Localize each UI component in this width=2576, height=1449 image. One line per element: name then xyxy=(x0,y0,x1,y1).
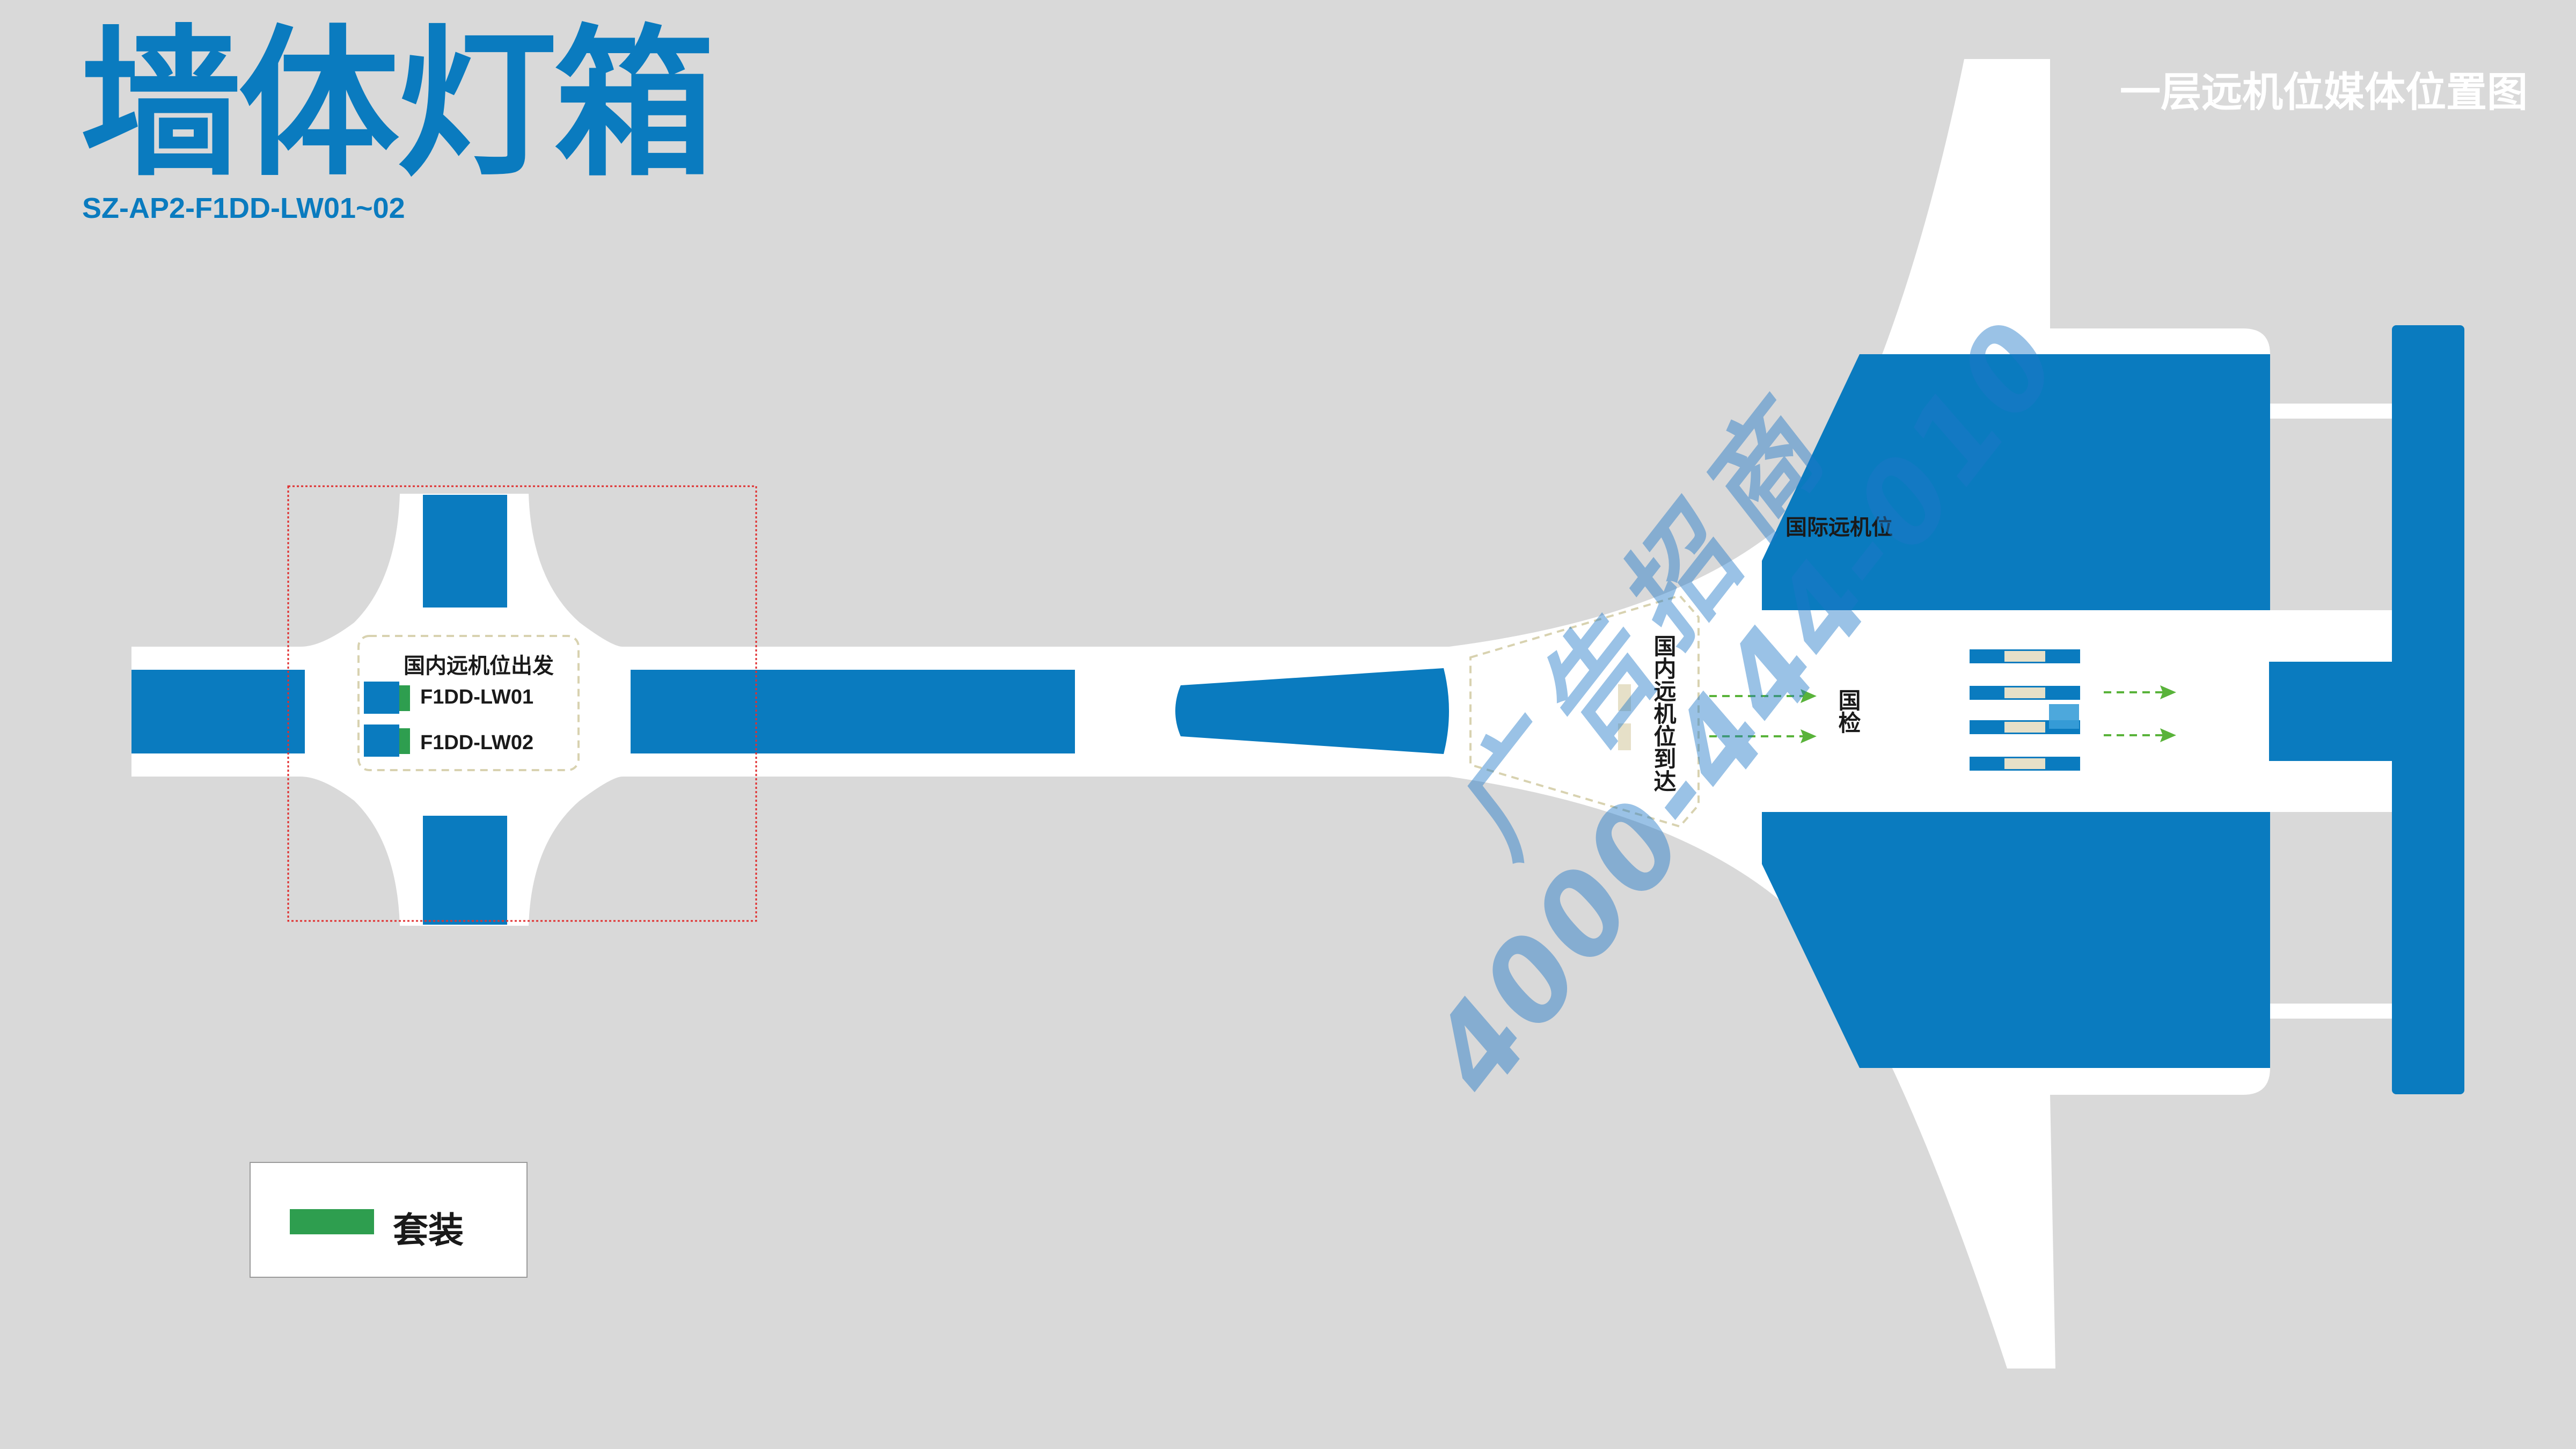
zone-outlines xyxy=(357,594,1700,828)
block-top-stub xyxy=(423,495,507,608)
arrow-head-icon xyxy=(2160,685,2176,699)
page-title: 墙体灯箱 xyxy=(80,11,715,198)
block-bottom-stub xyxy=(423,816,507,925)
media-group xyxy=(364,682,410,757)
block-intl-upper xyxy=(1762,354,2270,610)
zone-label-domestic-departure: 国内远机位出发 xyxy=(404,654,554,678)
block-corridor xyxy=(631,670,1075,753)
media-code: SZ-AP2-F1DD-LW01~02 xyxy=(82,192,405,224)
flow-arrows xyxy=(1709,685,2176,743)
floor-map-title: 一层远机位媒体位置图 xyxy=(2120,68,2528,116)
arrival-marks xyxy=(1618,684,1631,750)
zone-label-domestic-arrival: 国内远机位到达 xyxy=(1650,634,1677,792)
zone-label-international-remote: 国际远机位 xyxy=(1785,515,1893,540)
zone-label-inspection: 国检 xyxy=(1835,689,1861,734)
block-right-pier xyxy=(2392,325,2464,1094)
block-intl-lower xyxy=(1762,812,2270,1068)
arrow-head-icon xyxy=(1801,729,1817,743)
media-label-lw01: F1DD-LW01 xyxy=(420,686,534,708)
lw01-blue-block xyxy=(364,682,399,714)
lw02-green-marker xyxy=(399,728,410,754)
cross-pier xyxy=(301,494,623,926)
arrow-head-icon xyxy=(2160,728,2176,742)
inspection-glass-icon xyxy=(2049,704,2079,729)
zone-departure-outline xyxy=(357,635,580,771)
blue-blocks xyxy=(131,325,2464,1094)
lw02-blue-block xyxy=(364,724,399,757)
legend: 套装 xyxy=(250,1162,528,1278)
lw01-green-marker xyxy=(399,685,410,711)
legend-swatch-green xyxy=(290,1209,374,1234)
inspection-counters xyxy=(1970,649,2080,771)
highlight-frame xyxy=(287,485,757,922)
arrow-head-icon xyxy=(1801,689,1817,703)
block-right-small xyxy=(2269,662,2394,761)
legend-label: 套装 xyxy=(393,1210,464,1251)
block-tapered xyxy=(1175,668,1449,754)
media-label-lw02: F1DD-LW02 xyxy=(420,731,534,754)
block-left-end xyxy=(131,670,305,753)
